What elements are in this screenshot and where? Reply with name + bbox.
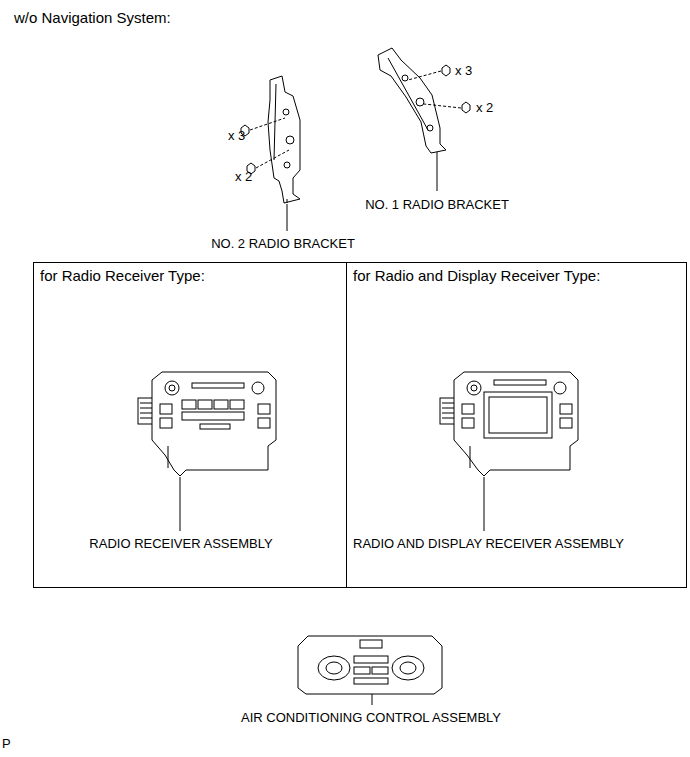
part-name: RADIO RECEIVER ASSEMBLY — [89, 536, 272, 551]
part-name: NO. 2 RADIO BRACKET — [211, 236, 355, 251]
quantity-callout: x 2 — [476, 100, 493, 115]
part-name: P — [2, 736, 11, 751]
part-name: AIR CONDITIONING CONTROL ASSEMBLY — [241, 710, 501, 725]
panel-heading: for Radio Receiver Type: — [40, 267, 205, 284]
leader-line — [484, 477, 485, 531]
radio-display-receiver-illustration — [440, 372, 578, 476]
leader-line — [287, 204, 288, 231]
variant-panel: for Radio and Display Receiver Type: RADI… — [346, 262, 687, 588]
page-title: w/o Navigation System: — [14, 9, 171, 26]
part-name: NO. 1 RADIO BRACKET — [365, 197, 509, 212]
leader-line — [372, 694, 373, 705]
radio-receiver-illustration — [138, 372, 276, 476]
no1-radio-bracket — [378, 48, 446, 153]
quantity-callout: x 3 — [455, 63, 472, 78]
air-conditioning-control-illustration — [298, 636, 442, 694]
quantity-callout: x 2 — [235, 169, 252, 184]
no2-radio-bracket — [268, 76, 300, 203]
screw-guide-line — [250, 118, 289, 168]
part-name: RADIO AND DISPLAY RECEIVER ASSEMBLY — [353, 536, 624, 551]
quantity-callout: x 3 — [228, 128, 245, 143]
variant-panel: for Radio Receiver Type: RADIO RECEIVER A… — [33, 262, 347, 588]
leader-line — [180, 477, 181, 531]
leader-line — [437, 152, 438, 191]
screw-guide-line — [408, 71, 461, 108]
panel-heading: for Radio and Display Receiver Type: — [353, 267, 600, 284]
